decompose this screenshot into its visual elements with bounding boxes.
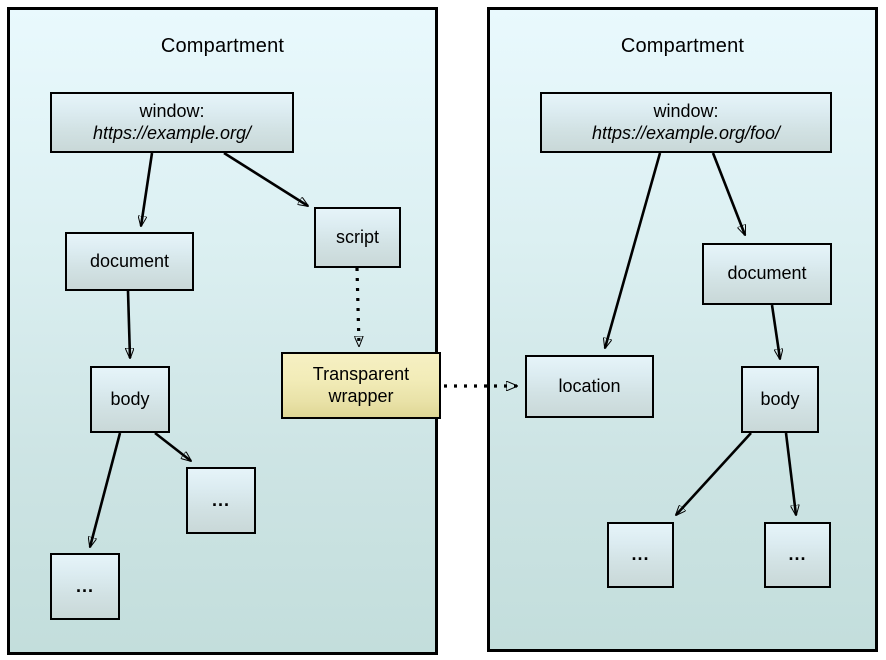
left-compartment-title: Compartment [160,35,285,57]
node-window-left[interactable]: window: https://example.org/ [50,92,294,153]
node-wrapper-line1: Transparent [312,364,410,385]
node-script-left-label: script [335,226,379,247]
node-ellipsis-left-b-label: ... [211,489,230,510]
node-window-left-url: https://example.org/ [92,122,252,143]
node-document-right-label: document [727,263,807,284]
node-body-left[interactable]: body [90,366,170,433]
node-body-right-label: body [760,388,800,409]
node-ellipsis-left-a[interactable]: ... [50,553,120,620]
node-transparent-wrapper[interactable]: Transparent wrapper [281,352,441,419]
node-ellipsis-right-a[interactable]: ... [607,522,674,588]
right-compartment-title: Compartment [620,35,745,57]
node-document-left-label: document [89,250,170,271]
node-location-right[interactable]: location [525,355,654,418]
node-ellipsis-left-a-label: ... [75,575,94,596]
node-window-right-label: window: [653,101,719,122]
node-window-left-label: window: [139,101,205,122]
node-window-right-url: https://example.org/foo/ [591,122,781,143]
node-ellipsis-right-a-label: ... [631,544,650,565]
node-ellipsis-right-b[interactable]: ... [764,522,831,588]
node-body-right[interactable]: body [741,366,819,433]
node-wrapper-line2: wrapper [328,385,394,406]
node-document-left[interactable]: document [65,232,194,291]
node-body-left-label: body [110,388,150,409]
node-ellipsis-left-b[interactable]: ... [186,467,256,534]
node-script-left[interactable]: script [314,207,401,268]
node-window-right[interactable]: window: https://example.org/foo/ [540,92,832,153]
node-ellipsis-right-b-label: ... [788,544,807,565]
node-document-right[interactable]: document [702,243,832,305]
node-location-right-label: location [558,375,621,396]
